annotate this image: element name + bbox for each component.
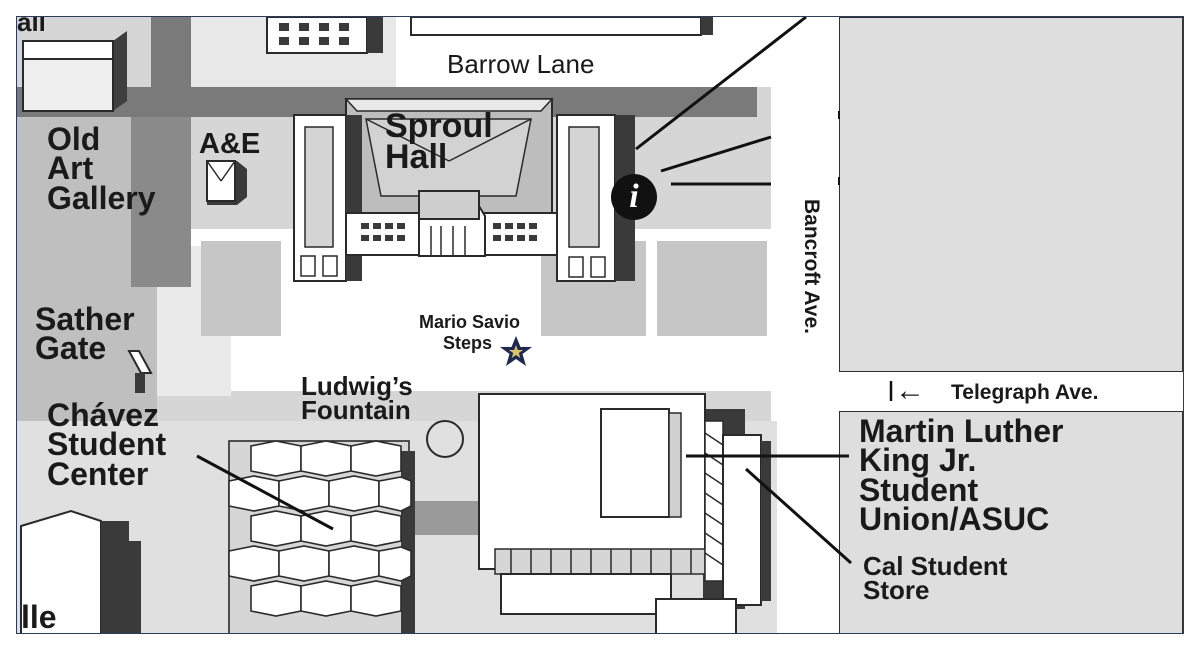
building-top-windows [266,17,383,54]
sproul-hall-label: Sproul Hall [385,107,493,177]
building-southwest [20,509,141,633]
block-southeast [838,410,1183,633]
lawn-1 [201,241,281,336]
ludwigs-line-2: Fountain [301,394,411,425]
info-icon-glyph: i [629,178,639,215]
ludwigs-line-1: Ludwig’s [301,371,413,401]
cal-student-store-label: Cal Student Store [863,551,1008,605]
sproul-hall-line-2: Hall [385,138,448,177]
campus-map: i Barrow Lane Sproul Hall A&E Old Art Ga… [16,16,1184,634]
partial-label-top-left: all [17,16,46,37]
chavez-line-1: Chávez [47,397,160,433]
mario-savio-steps-label: Mario Savio Steps [419,312,520,353]
sproul-hall-line-1: Sproul [385,107,493,145]
mlk-line-1: Martin Luther [859,413,1064,449]
a-and-e-label: A&E [199,128,261,160]
walkway [406,501,486,535]
store-line-2: Store [863,574,930,605]
mario-savio-line-1: Mario Savio [419,312,521,332]
building-sproul-hall [293,98,635,282]
chavez-line-3: Center [47,455,149,492]
telegraph-road [771,372,1183,411]
chavez-center-label: Chávez Student Center [47,397,167,492]
mlk-line-4: Union/ASUC [859,501,1050,538]
west-road [131,117,191,287]
building-a-and-e [206,160,247,205]
old-art-gallery-line-2: Art [47,150,94,187]
ludwigs-fountain-marker [426,420,464,458]
building-north [410,17,713,36]
store-line-1: Cal Student [863,551,1008,581]
sather-gate-line-2: Gate [35,330,107,367]
building-chavez [228,440,415,633]
telegraph-arrow-icon: ← [895,374,925,407]
info-icon[interactable]: i [611,174,657,220]
telegraph-ave-label: Telegraph Ave. [951,381,1099,404]
building-mlk-union [478,393,771,633]
bancroft-road [771,17,839,633]
mlk-line-3: Student [859,471,979,508]
mario-savio-line-2: Steps [443,332,493,353]
old-art-gallery-label: Old Art Gallery [47,121,156,216]
sather-gate-marker [127,350,153,393]
building-top-left [22,31,127,112]
star-icon [500,336,532,366]
block-northeast [838,17,1183,373]
mlk-line-2: King Jr. [859,442,977,479]
map-drawing [17,17,1183,633]
north-road [151,17,191,117]
barrow-lane-label: Barrow Lane [447,49,595,79]
old-art-gallery-line-3: Gallery [47,179,156,216]
old-art-gallery-line-1: Old [47,121,101,157]
sather-gate-label: Sather Gate [35,301,135,367]
leader-lines [196,17,853,565]
chavez-line-2: Student [47,426,167,463]
bancroft-ave-label: Bancroft Ave. [800,199,823,334]
mlk-union-label: Martin Luther King Jr. Student Union/ASU… [859,413,1064,538]
ludwigs-fountain-label: Ludwig’s Fountain [301,371,413,425]
partial-label-bottom-left: lle [21,599,57,634]
lawn-3 [657,241,767,336]
sather-gate-line-1: Sather [35,301,135,337]
